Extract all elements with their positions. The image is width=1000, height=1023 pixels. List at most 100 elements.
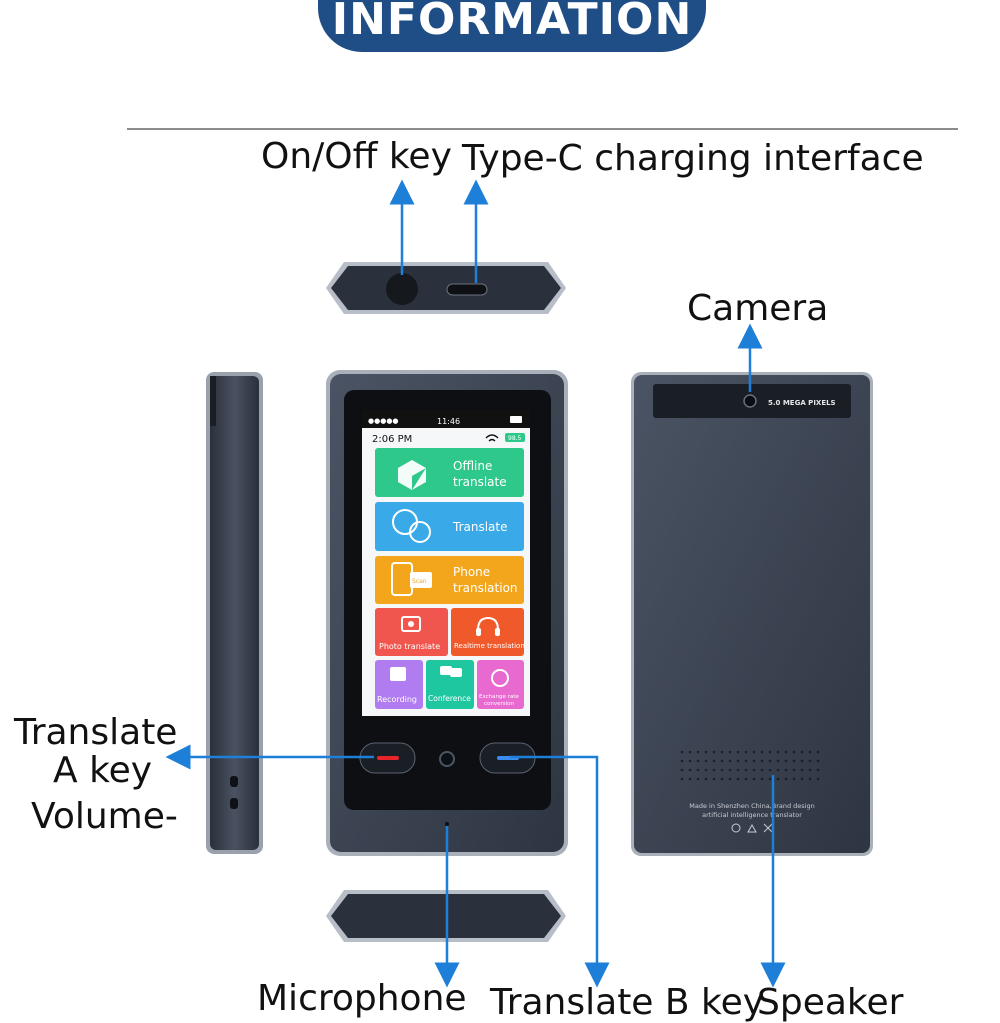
speaker-hole xyxy=(816,759,820,763)
device-front-view: ●●●●● 11:46 2:06 PM 98.5 Offline transla… xyxy=(326,370,568,856)
speaker-grille xyxy=(680,750,820,781)
tile-exchange-rate[interactable] xyxy=(477,660,524,709)
device-back-view: 5.0 MEGA PIXELS Made in Shenzhen China,B… xyxy=(631,372,873,856)
speaker-hole xyxy=(680,777,684,781)
speaker-hole xyxy=(688,777,692,781)
speaker-hole xyxy=(704,750,708,754)
speaker-hole xyxy=(768,768,772,772)
speaker-hole xyxy=(808,759,812,763)
tile-phone-2: translation xyxy=(453,581,518,595)
speaker-hole xyxy=(800,768,804,772)
speaker-hole xyxy=(760,750,764,754)
camera-lens xyxy=(743,394,757,408)
speaker-hole xyxy=(736,750,740,754)
speaker-hole xyxy=(792,768,796,772)
speaker-hole xyxy=(800,750,804,754)
speaker-hole xyxy=(776,759,780,763)
speaker-hole xyxy=(736,759,740,763)
label-speaker: Speaker xyxy=(757,982,904,1023)
tile-offline-2: translate xyxy=(453,475,507,489)
box-icon xyxy=(398,460,426,490)
label-onoff-key: On/Off key xyxy=(261,136,452,177)
speaker-hole xyxy=(696,777,700,781)
speaker-hole xyxy=(792,759,796,763)
speaker-hole xyxy=(800,759,804,763)
callout-arrows xyxy=(165,179,786,988)
back-text-2: artificial intelligence translator xyxy=(702,811,802,819)
device-side-view xyxy=(206,372,263,854)
speaker-hole xyxy=(720,768,724,772)
speaker-hole xyxy=(816,768,820,772)
power-button-hole xyxy=(386,273,418,305)
speaker-hole xyxy=(720,750,724,754)
speaker-hole xyxy=(680,750,684,754)
camera-spec: 5.0 MEGA PIXELS xyxy=(768,399,836,407)
speaker-hole xyxy=(816,777,820,781)
speaker-hole xyxy=(720,759,724,763)
home-button[interactable] xyxy=(439,751,455,767)
speaker-hole xyxy=(768,759,772,763)
recorder-icon xyxy=(390,667,406,681)
speaker-hole xyxy=(768,777,772,781)
usb-c-port xyxy=(446,283,488,296)
speaker-hole xyxy=(784,768,788,772)
speaker-hole xyxy=(736,777,740,781)
speaker-hole xyxy=(744,777,748,781)
speaker-hole xyxy=(800,777,804,781)
speaker-hole xyxy=(808,768,812,772)
label-microphone: Microphone xyxy=(257,978,467,1019)
speaker-hole xyxy=(752,750,756,754)
speaker-hole xyxy=(696,759,700,763)
speaker-hole xyxy=(728,768,732,772)
speaker-hole xyxy=(728,750,732,754)
svg-text:●●●●●: ●●●●● xyxy=(368,417,399,425)
status-time: 11:46 xyxy=(437,417,460,426)
volume-button-1 xyxy=(230,776,238,787)
speaker-hole xyxy=(784,750,788,754)
speaker-hole xyxy=(704,768,708,772)
speaker-hole xyxy=(744,759,748,763)
speaker-hole xyxy=(712,750,716,754)
label-volume-minus: Volume- xyxy=(31,796,178,837)
speaker-hole xyxy=(784,759,788,763)
speaker-hole xyxy=(688,750,692,754)
speaker-hole xyxy=(792,750,796,754)
device-top-edge xyxy=(326,262,566,314)
speaker-hole xyxy=(688,759,692,763)
banner-title: INFORMATION xyxy=(331,0,693,45)
speaker-hole xyxy=(680,768,684,772)
tile-photo-label: Photo translate xyxy=(379,642,440,651)
speaker-hole xyxy=(816,750,820,754)
speaker-hole xyxy=(808,777,812,781)
information-banner: INFORMATION xyxy=(318,0,706,52)
tile-realtime-translation[interactable] xyxy=(451,608,524,656)
headset-icon xyxy=(477,616,499,631)
tile-exchange-1: Exchange rate xyxy=(479,694,519,700)
tile-recording[interactable] xyxy=(375,660,423,709)
speaker-hole xyxy=(752,759,756,763)
battery-level: 98.5 xyxy=(508,435,522,442)
label-translate-a-1: Translate xyxy=(14,712,178,753)
tile-conference-label: Conference xyxy=(428,694,471,703)
label-typec: Type-C charging interface xyxy=(462,138,924,179)
speaker-hole xyxy=(768,750,772,754)
speaker-hole xyxy=(744,750,748,754)
tile-offline-translate[interactable] xyxy=(375,448,524,497)
device-diagram: ●●●●● 11:46 2:06 PM 98.5 Offline transla… xyxy=(165,179,873,988)
speaker-hole xyxy=(792,777,796,781)
speaker-hole xyxy=(688,768,692,772)
conference-icon xyxy=(440,666,452,675)
label-camera: Camera xyxy=(687,288,829,329)
speaker-hole xyxy=(784,777,788,781)
tile-offline-1: Offline xyxy=(453,459,492,473)
speaker-hole xyxy=(752,777,756,781)
speaker-hole xyxy=(760,759,764,763)
tile-recording-label: Recording xyxy=(377,695,417,704)
tile-translate-label: Translate xyxy=(452,520,508,534)
camera-icon xyxy=(401,616,421,632)
speaker-hole xyxy=(736,768,740,772)
speaker-hole xyxy=(696,750,700,754)
speaker-hole xyxy=(704,759,708,763)
speaker-hole xyxy=(720,777,724,781)
app-time: 2:06 PM xyxy=(372,434,412,445)
